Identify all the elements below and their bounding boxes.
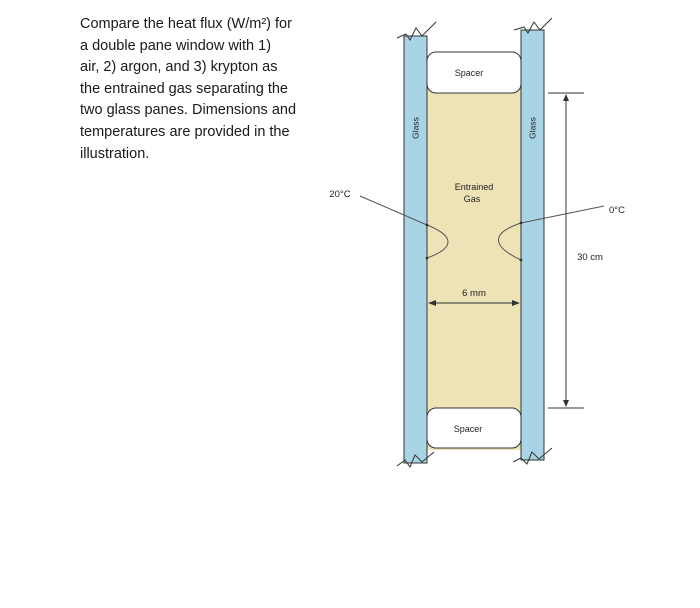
temperature-node — [425, 223, 429, 227]
problem-line: two glass panes. Dimensions and — [80, 102, 297, 119]
problem-line: illustration. — [80, 145, 150, 162]
entrained-gas-label-line1: Entrained — [455, 182, 494, 192]
temperature-node — [519, 258, 523, 262]
height-dimension — [548, 92, 584, 409]
problem-line: temperatures are provided in the — [80, 123, 290, 140]
problem-statement: Compare the heat flux (W/m²) for a doubl… — [80, 14, 320, 165]
spacer-bottom-label: Spacer — [454, 424, 483, 434]
break-marks — [396, 17, 553, 469]
glass-pane-right — [520, 29, 545, 461]
entrained-gas-region — [427, 80, 521, 450]
spacer-top-label: Spacer — [455, 68, 484, 78]
break-mark-left-top — [396, 21, 437, 41]
problem-line: Compare the heat flux (W/m²) for — [80, 16, 292, 32]
problem-line: a double pane window with 1) — [80, 37, 272, 54]
temperature-node — [519, 221, 523, 225]
temperature-left-label: 20°C — [329, 189, 350, 200]
break-mark-right-top — [513, 17, 553, 34]
problem-line: air, 2) argon, and 3) krypton as — [80, 59, 278, 76]
temperature-right-label: 0°C — [609, 205, 625, 216]
break-mark-right-bottom — [512, 447, 553, 465]
spacer-bottom — [426, 407, 522, 449]
gap-width-dimension — [428, 300, 520, 306]
glass-left-label: Glass — [410, 117, 420, 139]
glass-right-label: Glass — [527, 117, 537, 139]
height-label: 30 cm — [577, 252, 603, 263]
glass-pane-left — [403, 35, 428, 464]
gap-width-label: 6 mm — [462, 288, 486, 299]
spacer-top — [426, 51, 522, 94]
entrained-gas-label-line2: Gas — [464, 194, 481, 204]
problem-line: the entrained gas separating the — [80, 80, 288, 97]
break-mark-left-bottom — [396, 451, 435, 469]
temperature-node — [425, 256, 429, 260]
